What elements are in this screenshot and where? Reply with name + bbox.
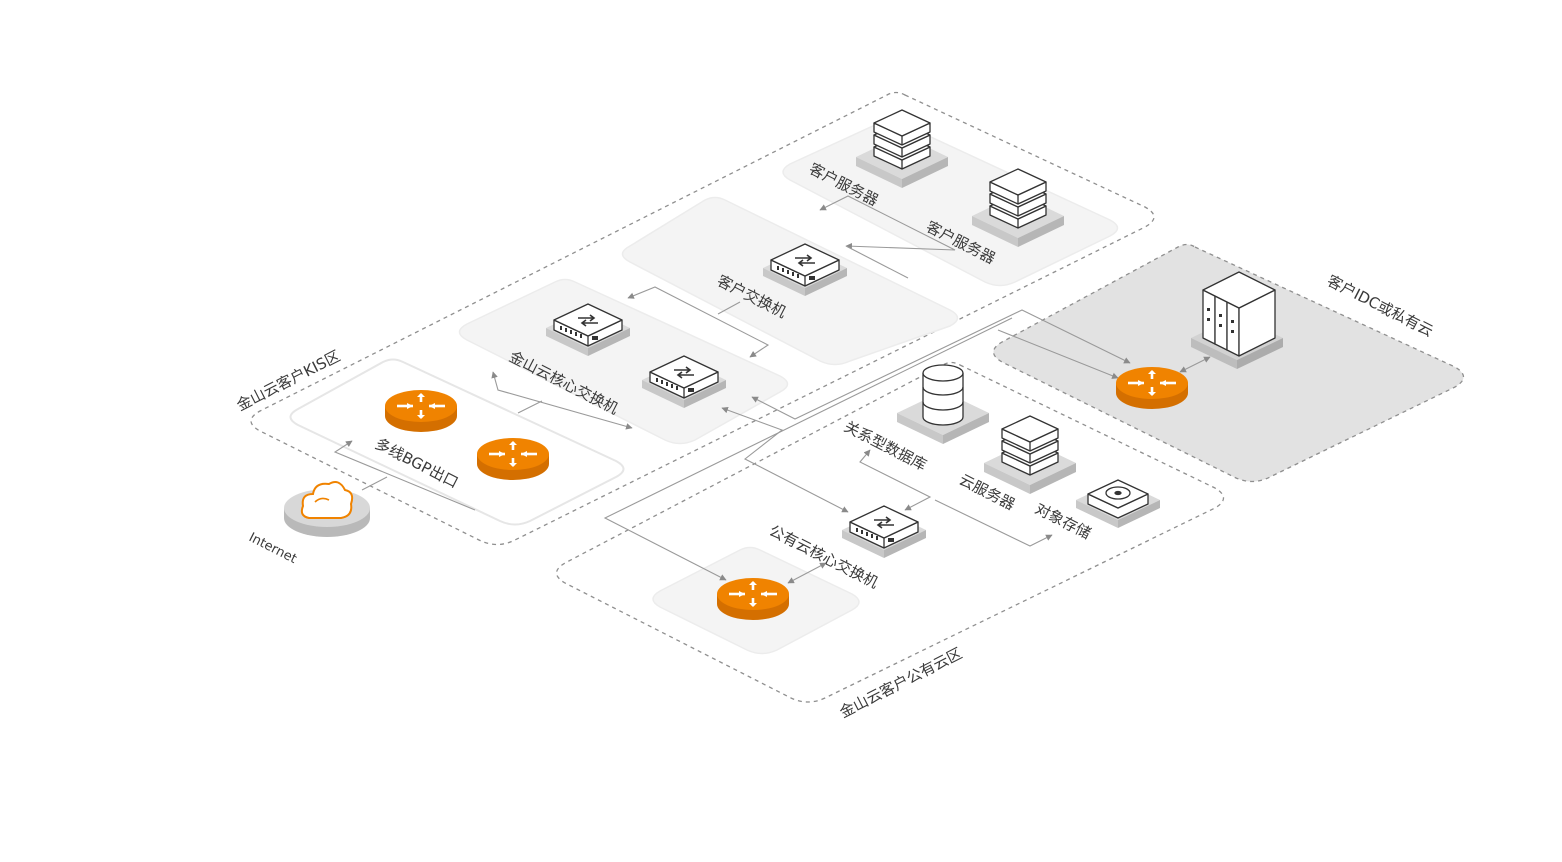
kis-zone-boundary [250, 91, 1155, 546]
bgp-area [289, 358, 625, 526]
zone-label-public-cloud: 金山云客户公有云区 [837, 644, 965, 721]
router-icon [715, 576, 791, 622]
router-icon [383, 388, 459, 434]
label-internet: Internet [246, 530, 299, 567]
router-icon [475, 436, 551, 482]
storage-disk-icon [1076, 479, 1160, 528]
switch-icon [841, 505, 927, 559]
database-icon [897, 364, 989, 444]
rack-server-icon [1191, 271, 1283, 369]
cloud-icon [284, 481, 370, 537]
connectors [333, 195, 1211, 584]
server-stack-icon [983, 415, 1077, 495]
router-icon [1114, 365, 1190, 411]
